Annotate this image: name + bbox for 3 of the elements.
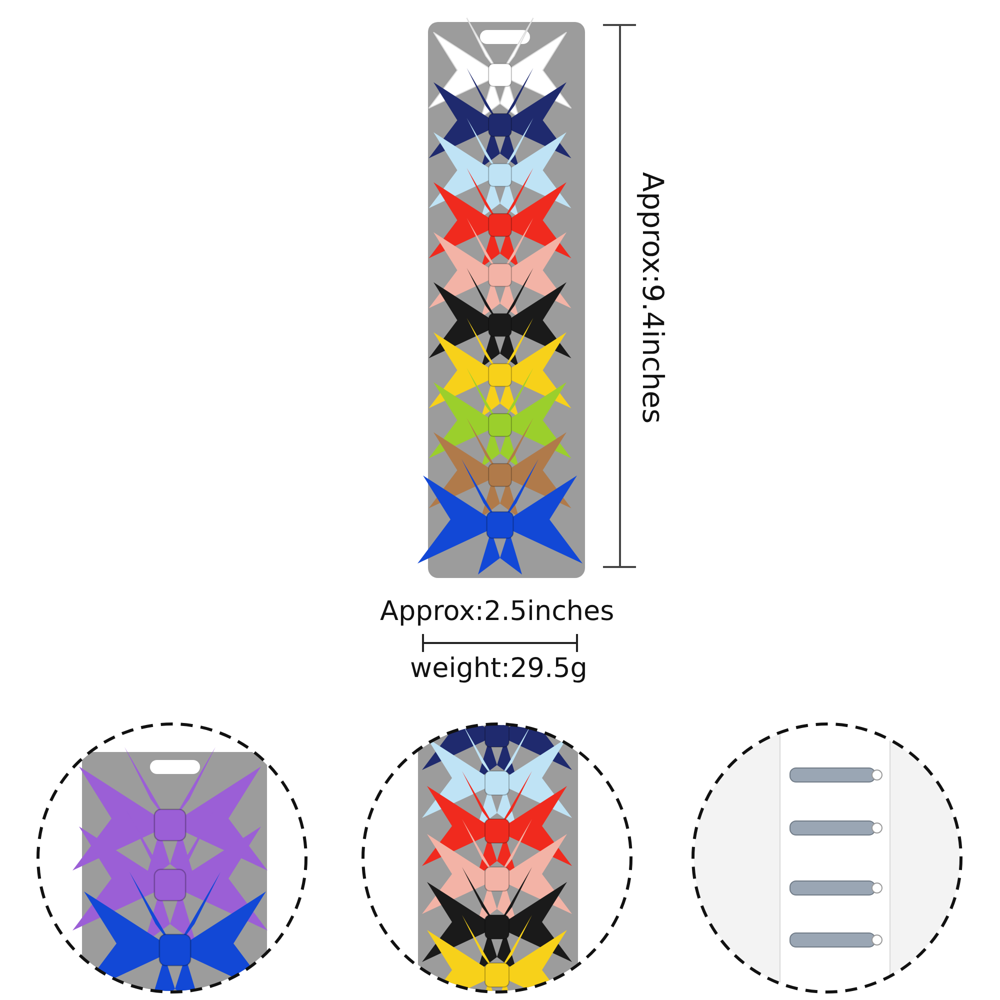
dimension-label: Approx:2.5inches — [380, 598, 614, 625]
dimension-label: Approx:9.4inches — [638, 172, 667, 424]
weight-label: weight:29.5g — [410, 655, 588, 682]
